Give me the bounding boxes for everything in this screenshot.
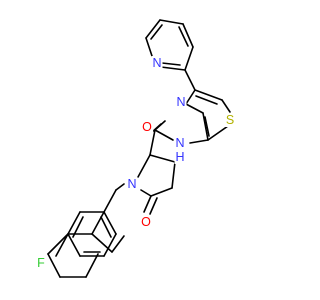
fluorine-atom: F	[37, 256, 45, 270]
bond	[202, 112, 209, 141]
structure-svg: F N O O N H N S N	[36, 19, 236, 278]
bond	[160, 66, 186, 71]
bond	[194, 89, 223, 101]
bond	[149, 154, 176, 163]
bond	[111, 235, 125, 253]
lactam-oxygen-atom: O	[141, 215, 151, 229]
bond	[195, 95, 218, 105]
bond	[140, 189, 152, 197]
thiazole-sulfur-atom: S	[226, 113, 234, 127]
bond	[149, 129, 156, 156]
bond	[67, 211, 81, 235]
bond	[72, 216, 84, 238]
label-background	[174, 136, 186, 150]
label-background	[126, 177, 138, 191]
molecule-diagram: F N O O N H N S N	[36, 19, 236, 278]
atom-labels: F N O O N H N S N	[36, 56, 236, 270]
amide-oxygen-atom: O	[142, 120, 152, 134]
bond	[145, 37, 154, 60]
bond	[145, 19, 161, 39]
amide-nitrogen-atom: N	[175, 136, 184, 150]
bond	[103, 233, 117, 257]
bond	[204, 116, 210, 137]
label-background	[141, 120, 154, 134]
bond	[207, 125, 229, 141]
label-background	[36, 256, 47, 270]
bond	[91, 211, 105, 235]
bond	[185, 103, 204, 114]
bond	[182, 23, 194, 48]
bond	[178, 26, 189, 47]
bond	[159, 19, 184, 25]
bond	[47, 253, 61, 278]
label-background	[175, 95, 187, 109]
bond	[221, 99, 231, 113]
bond	[185, 89, 196, 105]
bond	[150, 187, 173, 197]
bond	[100, 216, 112, 238]
label-background	[151, 56, 163, 70]
bond	[137, 154, 151, 178]
bond	[91, 233, 113, 253]
bond	[161, 62, 181, 66]
bond	[150, 24, 163, 40]
bond	[115, 183, 125, 191]
bond	[67, 233, 81, 257]
lactam-nitrogen-atom: N	[127, 177, 136, 191]
thiazole-nitrogen-atom: N	[176, 95, 185, 109]
bonds	[47, 19, 231, 278]
label-background	[140, 215, 153, 229]
bond	[47, 233, 69, 255]
bond	[85, 253, 99, 278]
bond	[189, 139, 209, 144]
pyridine-nitrogen-atom: N	[152, 56, 161, 70]
label-background	[174, 150, 186, 164]
bond	[103, 211, 117, 235]
bond	[149, 197, 158, 215]
bond	[103, 189, 117, 213]
bond	[184, 69, 196, 91]
bond	[55, 233, 69, 257]
bond	[143, 195, 152, 213]
bond	[154, 129, 174, 141]
amide-hydrogen-atom: H	[175, 150, 184, 164]
bond	[184, 46, 194, 71]
bond	[171, 161, 176, 189]
label-background	[224, 113, 236, 127]
